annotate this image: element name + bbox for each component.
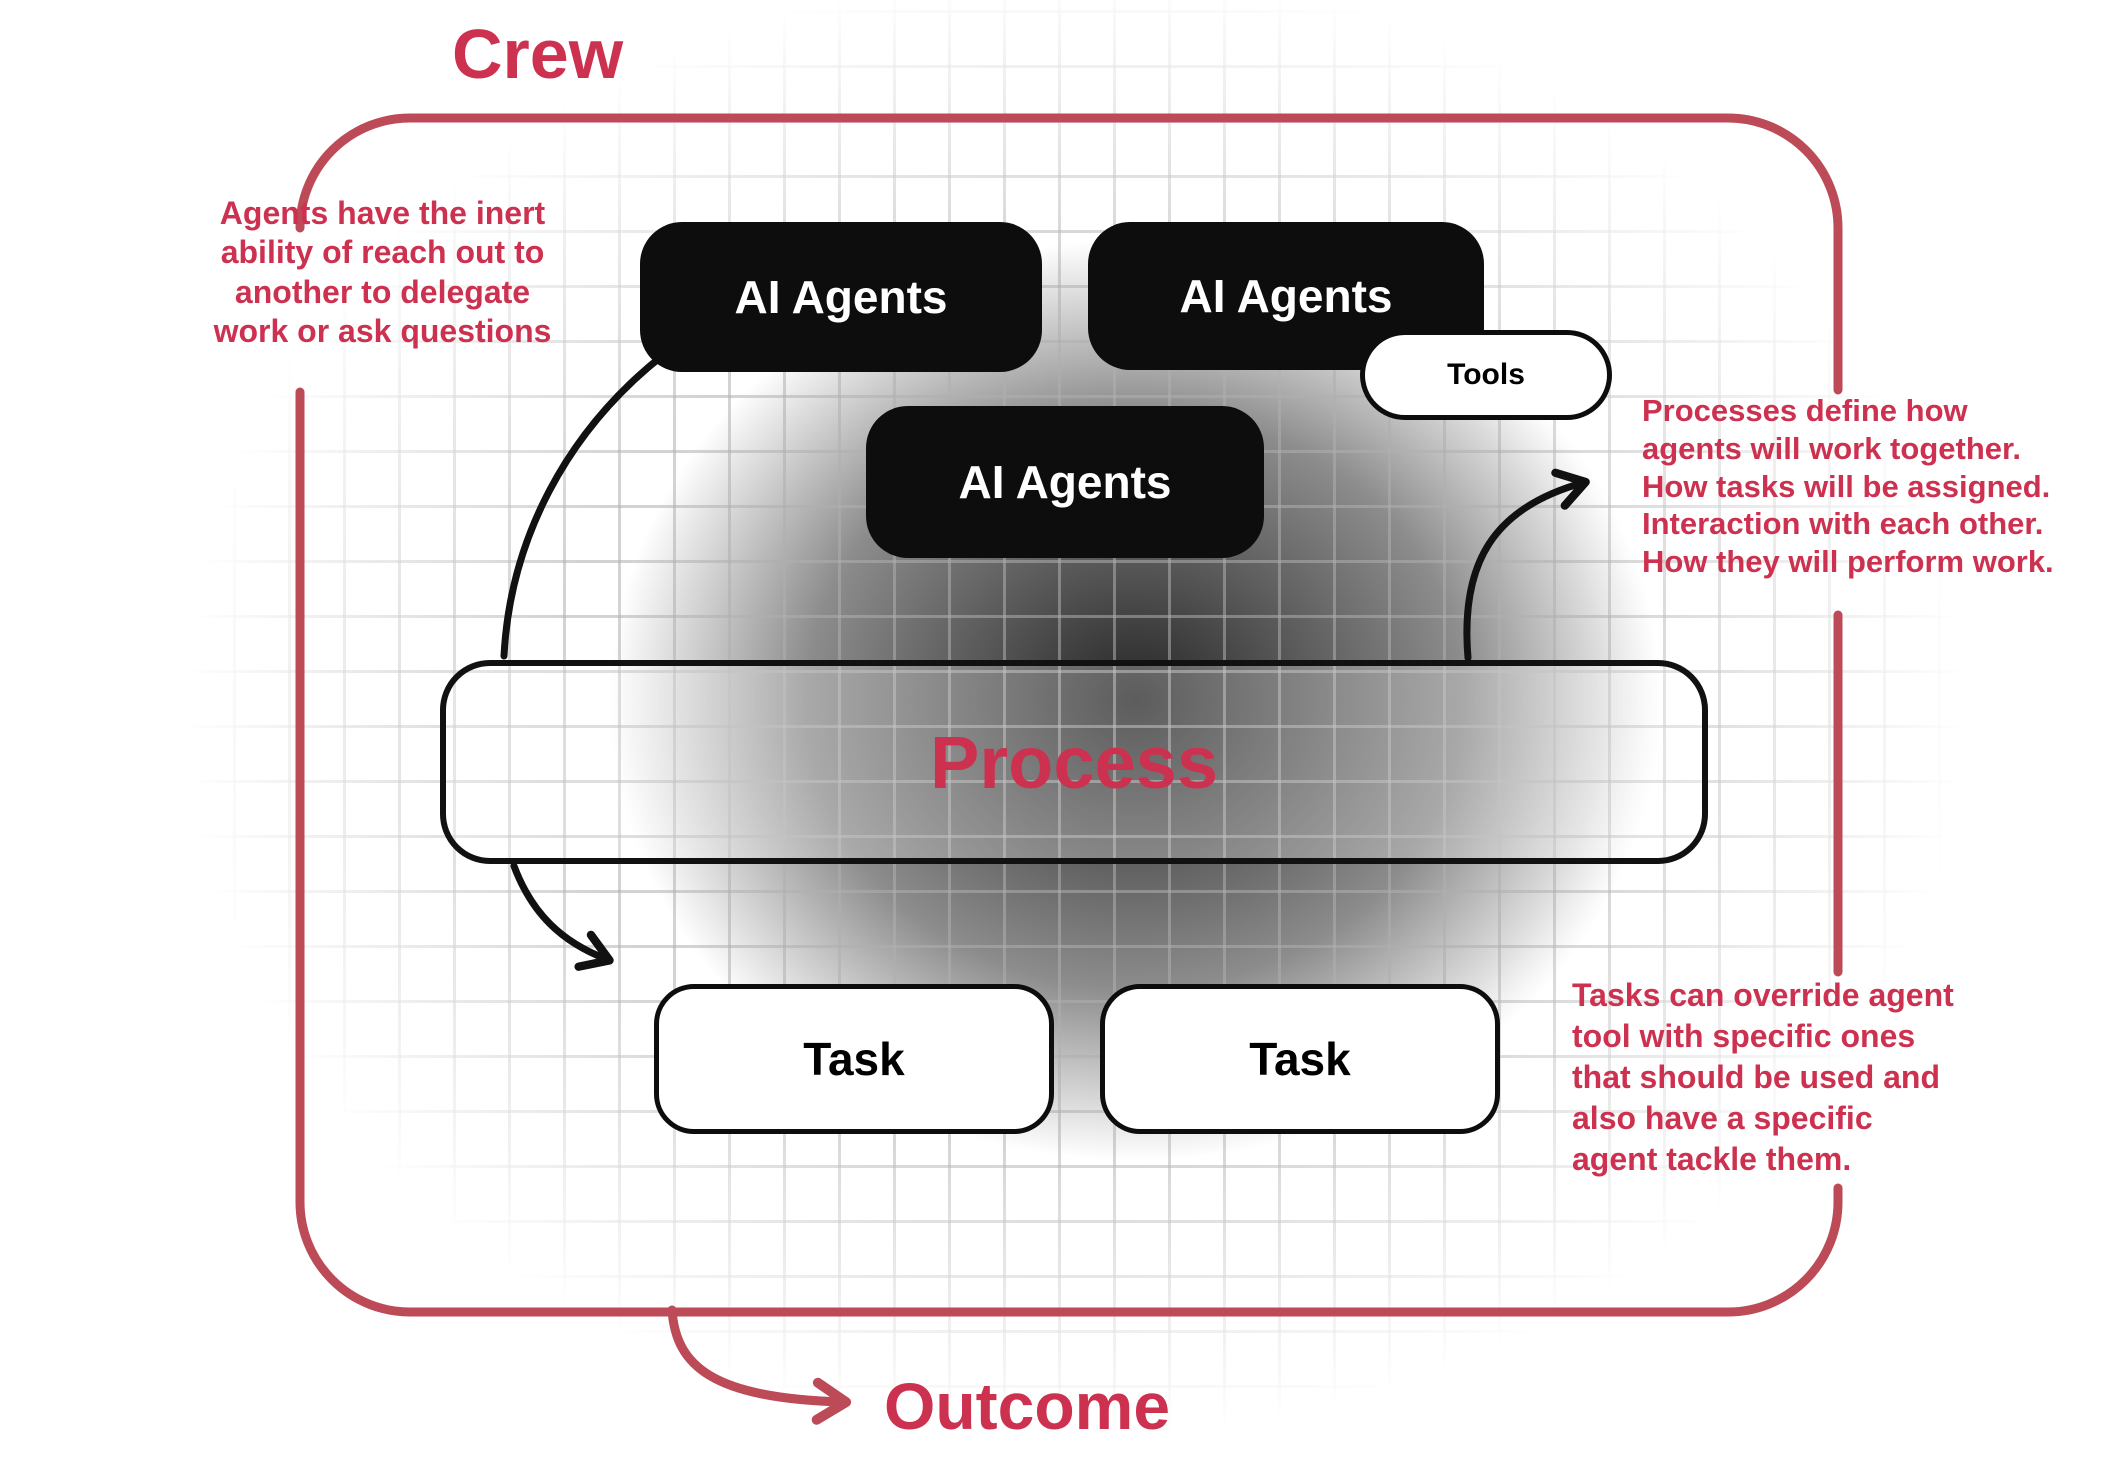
ai-agents-node-1: AI Agents bbox=[640, 222, 1042, 372]
ai-agents-label: AI Agents bbox=[734, 271, 948, 323]
ai-agents-label: AI Agents bbox=[1179, 270, 1393, 322]
tools-node: Tools bbox=[1360, 330, 1612, 420]
process-node: Process bbox=[440, 660, 1708, 864]
tools-label: Tools bbox=[1447, 358, 1525, 391]
ai-agents-label: AI Agents bbox=[958, 456, 1172, 508]
task-label: Task bbox=[1249, 1033, 1351, 1085]
ai-agents-node-3: AI Agents bbox=[866, 406, 1264, 558]
tasks-annotation: Tasks can override agent tool with speci… bbox=[1572, 977, 1954, 1177]
task-node-1: Task bbox=[654, 984, 1054, 1134]
crew-title: Crew bbox=[452, 15, 624, 93]
process-annotation: Processes define how agents will work to… bbox=[1642, 393, 2054, 580]
process-label: Process bbox=[930, 720, 1218, 804]
task-node-2: Task bbox=[1100, 984, 1500, 1134]
outcome-label: Outcome bbox=[884, 1369, 1171, 1443]
agents-annotation: Agents have the inert ability of reach o… bbox=[213, 195, 552, 350]
task-label: Task bbox=[803, 1033, 905, 1085]
